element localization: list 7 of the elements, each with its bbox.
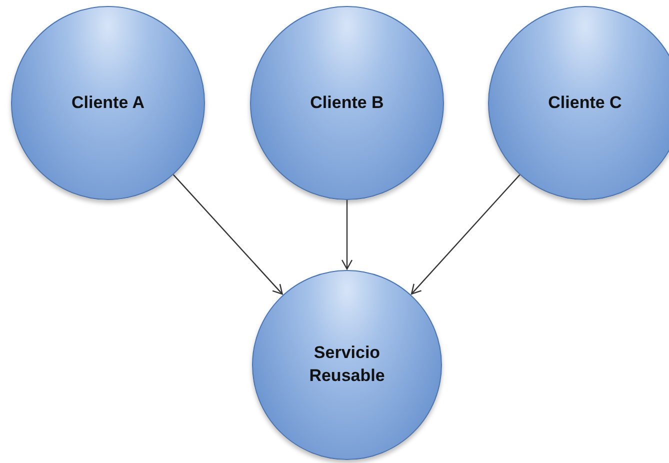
arrow (410, 174, 520, 295)
node-label: Cliente B (309, 92, 385, 114)
arrow (172, 174, 283, 295)
node-label: Servicio Reusable (308, 342, 386, 387)
node-label: Cliente A (70, 92, 146, 114)
node-label: Cliente C (547, 92, 623, 114)
arrow (341, 200, 353, 270)
